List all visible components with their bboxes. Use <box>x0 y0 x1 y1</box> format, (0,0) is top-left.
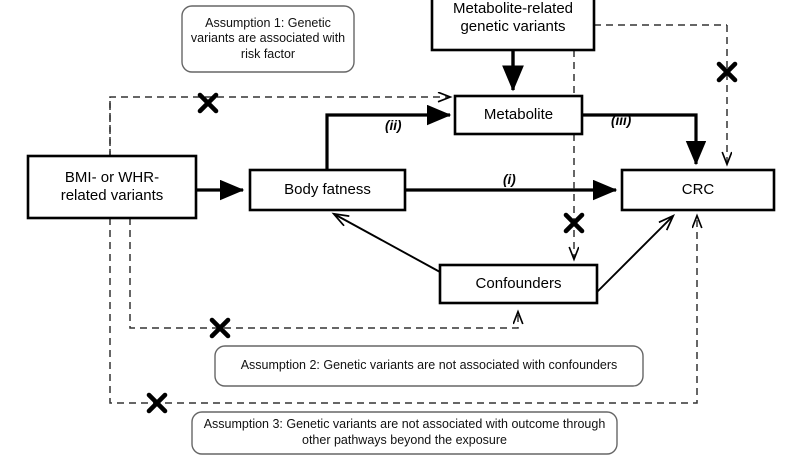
note-assumption-3: Assumption 3: Genetic variants are not a… <box>203 417 606 447</box>
note-assumption-2: Assumption 2: Genetic variants are not a… <box>240 358 618 373</box>
edge-confounders-to-body-fatness <box>334 214 441 273</box>
note-assumption-1-shape <box>181 5 355 73</box>
edge-body-fatness-to-metabolite <box>325 104 452 170</box>
edge-label-iii: (iii) <box>611 113 632 128</box>
cross-variants-to-confounders <box>209 317 231 339</box>
edge-label-ii: (ii) <box>385 118 402 133</box>
node-metabolite-shape <box>453 94 584 136</box>
node-exposure-variants-shape <box>26 154 198 220</box>
dashed-metabolite-variants-to-crc <box>594 24 727 164</box>
note-assumption-2-shape <box>214 345 644 387</box>
node-body-fatness-shape <box>248 168 407 212</box>
cross-variants-to-metabolite <box>197 92 219 114</box>
cross-variants-to-crc-direct <box>146 392 168 414</box>
dashed-variants-to-crc-direct <box>109 216 697 404</box>
node-crc-shape <box>620 168 776 212</box>
cross-variants-to-confounders-upper <box>563 212 585 234</box>
edge-metabolite-to-crc <box>582 113 707 166</box>
node-metabolite-variants-shape <box>430 0 596 52</box>
cross-metabolite-variants-to-crc <box>716 61 738 83</box>
dashed-variants-to-confounders <box>129 218 518 329</box>
note-assumption-1: Assumption 1: Genetic variants are assoc… <box>190 15 346 61</box>
edge-label-i: (i) <box>503 172 516 187</box>
note-assumption-3-shape <box>191 411 618 455</box>
edge-confounders-to-crc <box>596 216 673 293</box>
node-confounders-shape <box>438 263 599 305</box>
